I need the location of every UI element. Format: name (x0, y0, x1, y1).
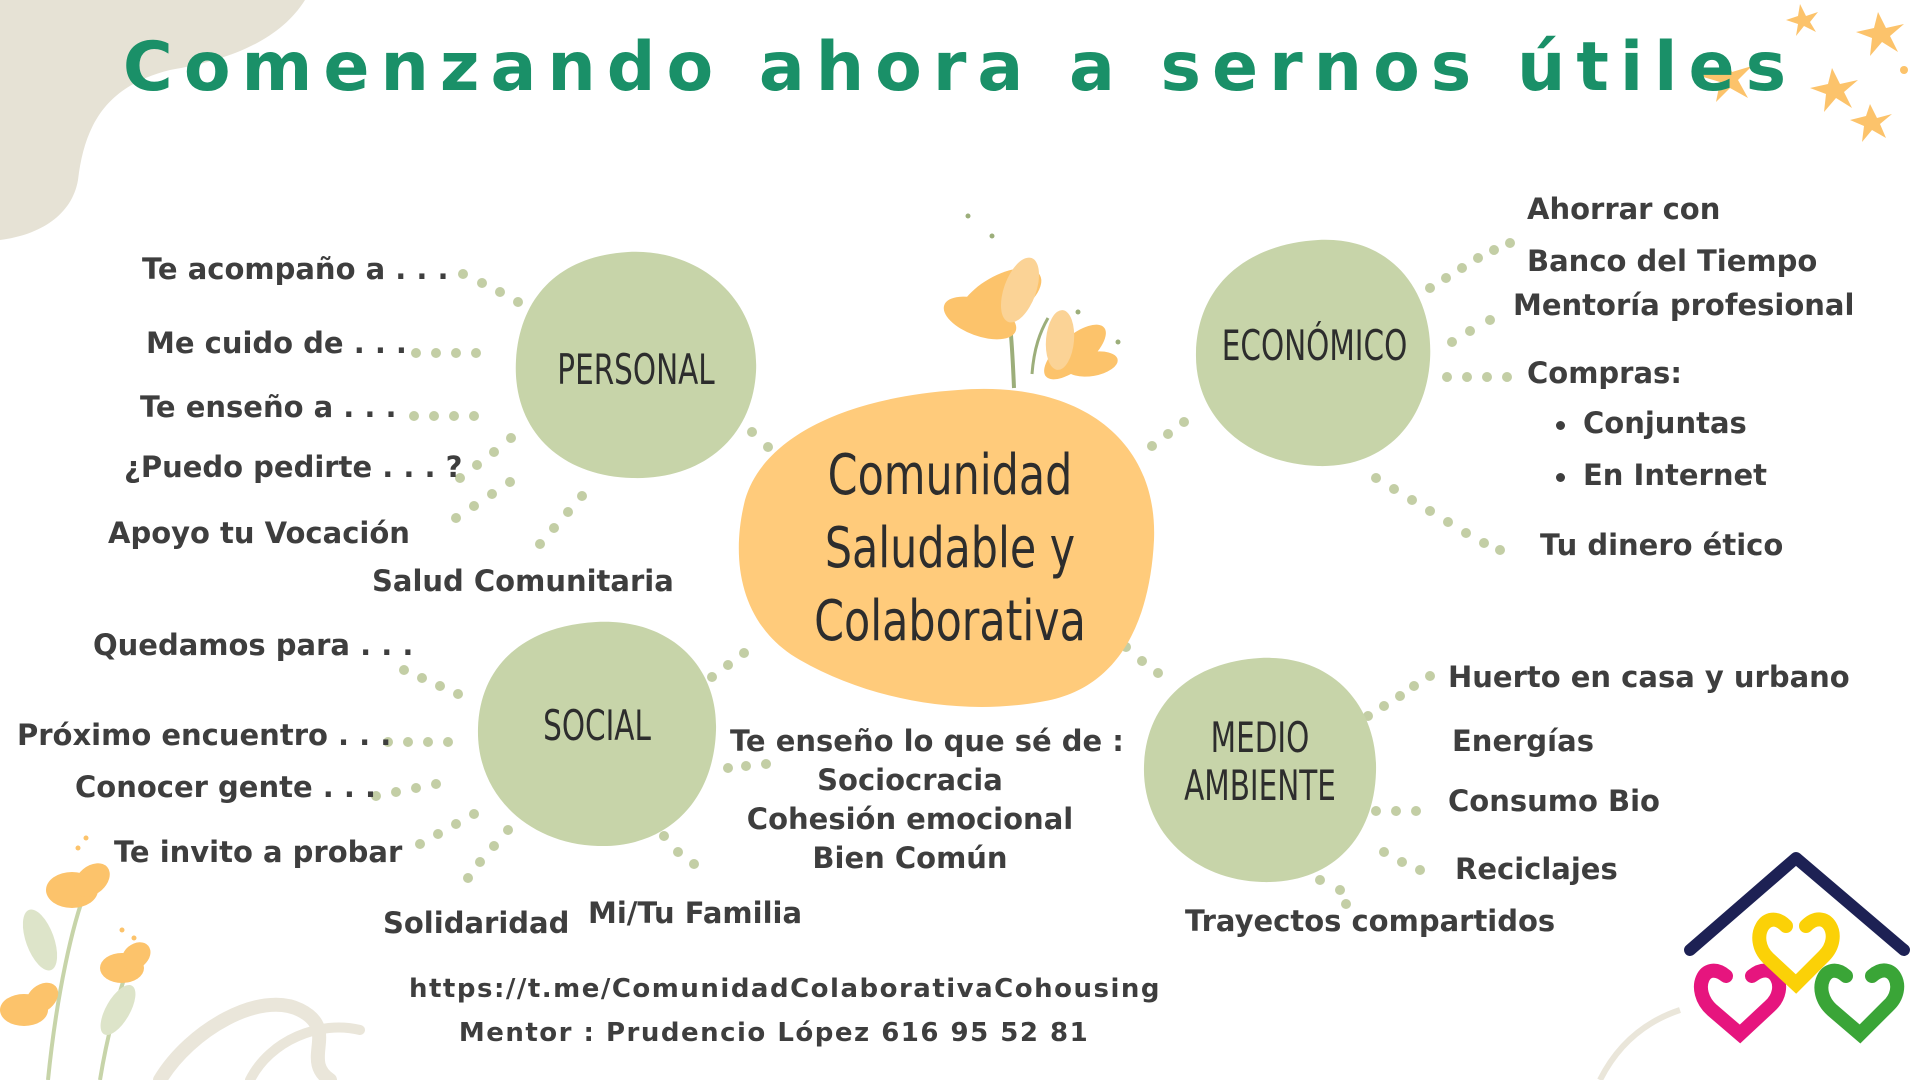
personal-item-cuido: Me cuido de . . . (146, 326, 407, 360)
ensenanza-block: Te enseño lo que sé de : Sociocracia Coh… (730, 722, 1124, 877)
connector-dots (371, 238, 1515, 909)
center-line-1: Comunidad (827, 443, 1073, 508)
medio-hub-label: MEDIO AMBIENTE (1170, 713, 1351, 811)
compras-item-label: Conjuntas (1583, 406, 1747, 440)
social-item-conocer: Conocer gente . . . (75, 770, 376, 804)
center-line-3: Colaborativa (814, 588, 1086, 654)
cohousing-logo (1684, 852, 1910, 1044)
medio-hub-shape (1143, 657, 1377, 883)
personal-item-vocacion: Apoyo tu Vocación (108, 516, 410, 550)
center-flowers-decoration (943, 213, 1121, 389)
social-item-encuentro: Próximo encuentro . . . (17, 718, 392, 752)
economico-hub-label: ECONÓMICO (1221, 321, 1408, 370)
medio-item-energias: Energías (1452, 724, 1594, 758)
economico-compras-conjuntas: Conjuntas (1556, 406, 1747, 440)
social-hub-label: SOCIAL (543, 701, 651, 750)
medio-item-reciclajes: Reciclajes (1455, 852, 1618, 886)
social-hub-shape (477, 621, 717, 847)
ensenanza-intro: Te enseño lo que sé de : (730, 724, 1124, 758)
star-decorations (1700, 4, 1908, 142)
personal-item-ensenoa: Te enseño a . . . (140, 390, 397, 424)
economico-hub-shape (1195, 239, 1431, 467)
ensenanza-item-sociocracia: Sociocracia (817, 762, 1003, 797)
center-hub-label: Comunidad Saludable y Colaborativa (789, 440, 1112, 658)
decorative-swirl-bottom-left (153, 997, 337, 1080)
medio-item-consumo: Consumo Bio (1448, 784, 1660, 818)
economico-compras-internet: En Internet (1556, 458, 1767, 492)
social-item-solidaridad: Solidaridad (383, 906, 570, 940)
economico-item-dinero: Tu dinero ético (1540, 528, 1784, 562)
page-title: Comenzando ahora a sernos útiles (122, 28, 1798, 107)
footer-mentor: Mentor : Prudencio López 616 95 52 81 (458, 1018, 1090, 1048)
personal-hub-shape (515, 251, 757, 479)
social-item-quedamos: Quedamos para . . . (93, 628, 414, 662)
medio-hub-line-1: MEDIO (1210, 713, 1310, 762)
economico-item-ahorrar-1: Ahorrar con (1527, 192, 1721, 226)
decorative-blob-top-left (0, 0, 305, 240)
footer-link[interactable]: https://t.me/ComunidadColaborativaCohous… (408, 974, 1161, 1004)
compras-item-label: En Internet (1583, 458, 1767, 492)
medio-item-huerto: Huerto en casa y urbano (1448, 660, 1850, 694)
personal-item-salud: Salud Comunitaria (372, 564, 674, 598)
ensenanza-item-biencomun: Bien Común (812, 840, 1008, 875)
economico-item-compras: Compras: (1527, 356, 1682, 390)
economico-item-mentoria: Mentoría profesional (1513, 288, 1855, 322)
personal-item-acompano: Te acompaño a . . . (142, 252, 449, 286)
bullet-icon (1556, 420, 1565, 430)
ensenanza-item-cohesion: Cohesión emocional (746, 801, 1074, 836)
center-line-2: Saludable y (824, 515, 1076, 581)
center-hub-shape (738, 388, 1155, 707)
social-item-invito: Te invito a probar (114, 835, 403, 869)
economico-item-ahorrar-2: Banco del Tiempo (1527, 244, 1818, 278)
social-item-familia: Mi/Tu Familia (588, 896, 803, 930)
medio-item-trayectos: Trayectos compartidos (1185, 904, 1556, 938)
decorative-arc-bottom-right (1597, 1007, 1681, 1080)
medio-hub-line-2: AMBIENTE (1184, 761, 1336, 811)
bullet-icon (1556, 472, 1565, 482)
personal-hub-label: PERSONAL (557, 345, 715, 394)
flowers-bottom-left (0, 835, 151, 1080)
personal-item-pedirte: ¿Puedo pedirte . . . ? (124, 450, 463, 484)
